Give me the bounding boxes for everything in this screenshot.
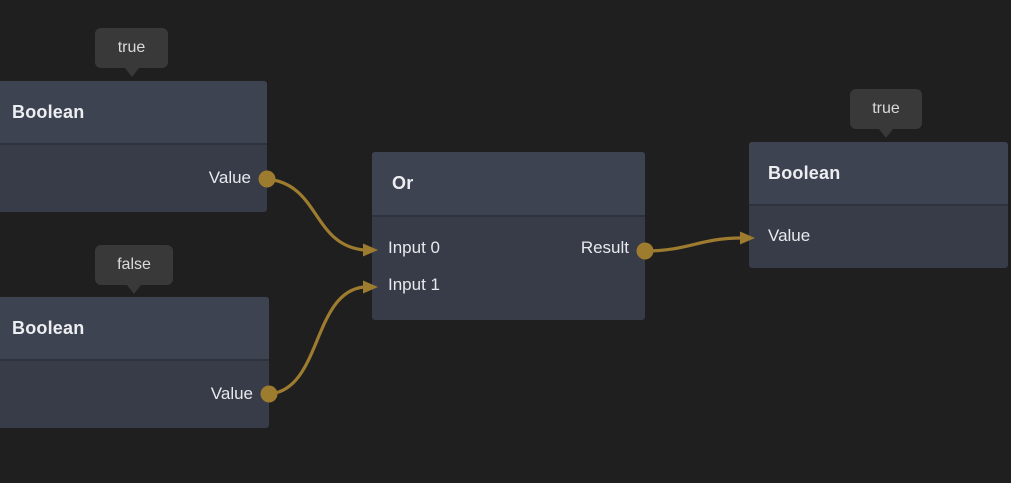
tooltip-text: false [117,256,151,273]
connection-wire-bool1-to-input0[interactable] [265,177,366,252]
node-body: Value [0,145,267,210]
node-header[interactable]: Boolean [0,297,269,361]
node-title: Boolean [12,101,85,122]
port-label-input1: Input 1 [388,274,440,294]
tooltip-text: true [872,100,900,117]
port-label-input0: Input 0 [388,237,440,257]
port-row-value-output[interactable]: Value [0,145,267,210]
value-tooltip: true [850,89,922,138]
port-row-value-output[interactable]: Value [0,361,269,426]
node-title: Or [392,173,414,193]
port-label: Value [208,167,251,187]
tooltip-text: true [117,39,146,56]
connection-wire-result-to-value[interactable] [643,236,743,253]
port-row-input1[interactable]: Input 1 [372,266,645,303]
node-body: Value [749,206,1008,266]
node-header[interactable]: Or [372,152,645,217]
node-boolean-result[interactable]: Boolean Value [749,142,1008,268]
node-header[interactable]: Boolean [749,142,1008,206]
node-or-gate[interactable]: Or Input 0 Result Input 1 [372,152,645,320]
node-boolean-1[interactable]: Boolean Value [0,81,267,212]
node-title: Boolean [12,317,85,338]
node-title: Boolean [768,162,841,183]
port-row-input0-result[interactable]: Input 0 Result [372,229,645,266]
node-header[interactable]: Boolean [0,81,267,145]
port-label: Value [768,226,811,245]
connection-wire-bool2-to-input1[interactable] [267,285,366,396]
value-tooltip: false [95,245,173,294]
node-boolean-2[interactable]: Boolean Value [0,297,269,428]
port-label: Value [210,383,253,403]
node-body: Value [0,361,269,426]
value-tooltip: true [95,28,168,77]
port-label-result: Result [580,237,629,257]
node-body: Input 0 Result Input 1 [372,217,645,318]
port-row-value-input[interactable]: Value [749,206,1008,266]
